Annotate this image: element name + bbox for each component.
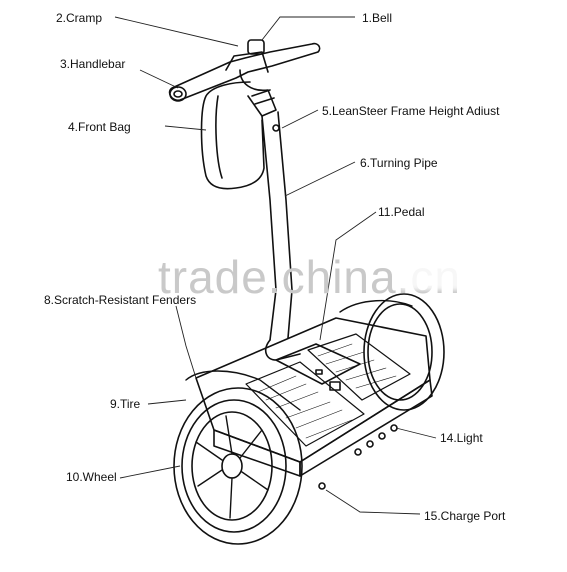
obscured-labels	[400, 242, 518, 290]
pedal-left	[245, 361, 365, 447]
label-handlebar: 3.Handlebar	[60, 57, 126, 71]
left-wheel-rim	[191, 411, 273, 521]
label-wheel: 10.Wheel	[66, 470, 117, 484]
left-fender	[185, 370, 301, 411]
turning-pipe-shape	[261, 115, 277, 341]
label-light: 14.Light	[440, 431, 483, 445]
right-fender	[339, 299, 413, 313]
cramp-shape	[239, 69, 277, 117]
pedal-right	[307, 333, 411, 401]
label-turning-pipe: 6.Turning Pipe	[360, 156, 438, 170]
left-tire	[173, 387, 303, 545]
label-scratch-fenders: 8.Scratch-Resistant Fenders	[44, 293, 197, 307]
right-wheel	[363, 293, 445, 411]
label-cramp: 2.Cramp	[56, 11, 103, 25]
handlebar-shape	[168, 42, 321, 102]
label-front-bag: 4.Front Bag	[68, 120, 131, 134]
label-charge-port: 15.Charge Port	[424, 509, 506, 523]
front-bag-shape	[200, 81, 265, 190]
handlebar-end-left	[169, 86, 187, 102]
label-leansteer: 5.LeanSteer Frame Height Adiust	[322, 104, 500, 118]
label-pedal: 11.Pedal	[378, 205, 425, 219]
label-bell: 1.Bell	[362, 11, 393, 25]
bell-shape	[247, 39, 265, 55]
label-tire: 9.Tire	[110, 397, 141, 411]
platform-shape	[195, 317, 431, 463]
